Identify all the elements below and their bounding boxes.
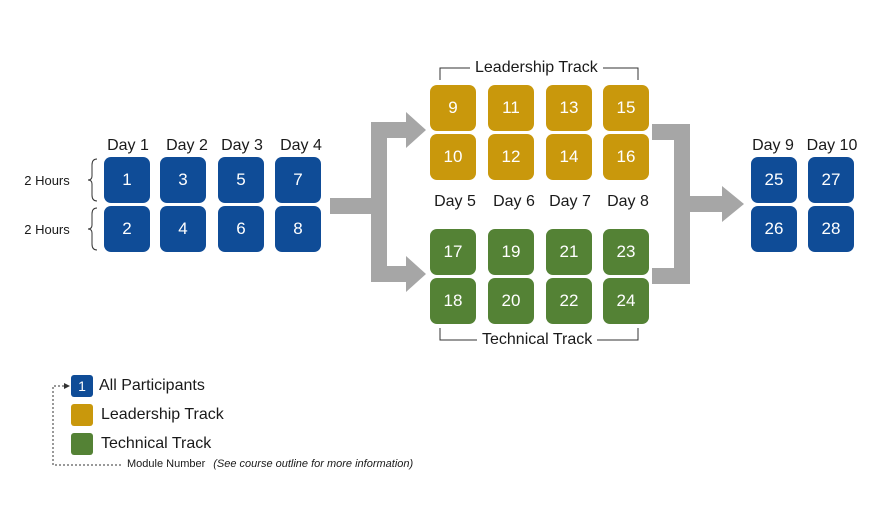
day-4-label: Day 4 — [280, 137, 322, 154]
technical-track-title: Technical Track — [477, 331, 598, 349]
module-8: 8 — [275, 206, 321, 252]
module-16: 16 — [603, 134, 649, 180]
course-outline-note: (See course outline for more information… — [213, 458, 414, 470]
legend-pointer — [52, 385, 121, 466]
day-1-label: Day 1 — [107, 137, 149, 154]
legend-leadership-swatch — [71, 404, 93, 426]
module-25: 25 — [751, 157, 797, 203]
day-3-label: Day 3 — [221, 137, 263, 154]
day-10-label: Day 10 — [806, 137, 858, 154]
day-2-label: Day 2 — [166, 137, 208, 154]
module-14: 14 — [546, 134, 592, 180]
module-23: 23 — [603, 229, 649, 275]
module-21: 21 — [546, 229, 592, 275]
module-15: 15 — [603, 85, 649, 131]
module-27: 27 — [808, 157, 854, 203]
hour-braces — [87, 158, 98, 251]
legend-sample-module: 1 — [71, 375, 93, 397]
module-22: 22 — [546, 278, 592, 324]
day-5-label: Day 5 — [434, 193, 476, 210]
day-7-label: Day 7 — [549, 193, 591, 210]
module-17: 17 — [430, 229, 476, 275]
hours-label-row1: 2 Hours — [24, 173, 70, 188]
module-26: 26 — [751, 206, 797, 252]
module-6: 6 — [218, 206, 264, 252]
module-11: 11 — [488, 85, 534, 131]
module-10: 10 — [430, 134, 476, 180]
module-9: 9 — [430, 85, 476, 131]
module-19: 19 — [488, 229, 534, 275]
module-24: 24 — [603, 278, 649, 324]
legend-leadership: Leadership Track — [101, 406, 224, 423]
legend-module-number-note: Module Number (See course outline for mor… — [127, 458, 413, 470]
legend-all-participants: All Participants — [99, 377, 205, 394]
legend-technical-swatch — [71, 433, 93, 455]
legend-technical: Technical Track — [101, 435, 212, 452]
module-2: 2 — [104, 206, 150, 252]
module-3: 3 — [160, 157, 206, 203]
hours-label-row2: 2 Hours — [24, 222, 70, 237]
module-5: 5 — [218, 157, 264, 203]
module-number-label: Module Number — [127, 458, 206, 470]
module-1: 1 — [104, 157, 150, 203]
module-4: 4 — [160, 206, 206, 252]
leadership-track-title: Leadership Track — [470, 59, 603, 77]
module-13: 13 — [546, 85, 592, 131]
day-9-label: Day 9 — [752, 137, 794, 154]
day-8-label: Day 8 — [607, 193, 649, 210]
module-7: 7 — [275, 157, 321, 203]
day-6-label: Day 6 — [493, 193, 535, 210]
module-12: 12 — [488, 134, 534, 180]
module-18: 18 — [430, 278, 476, 324]
module-20: 20 — [488, 278, 534, 324]
split-arrow — [330, 112, 426, 292]
merge-arrow — [652, 124, 744, 284]
legend-pointer-arrowhead — [64, 383, 70, 389]
module-28: 28 — [808, 206, 854, 252]
